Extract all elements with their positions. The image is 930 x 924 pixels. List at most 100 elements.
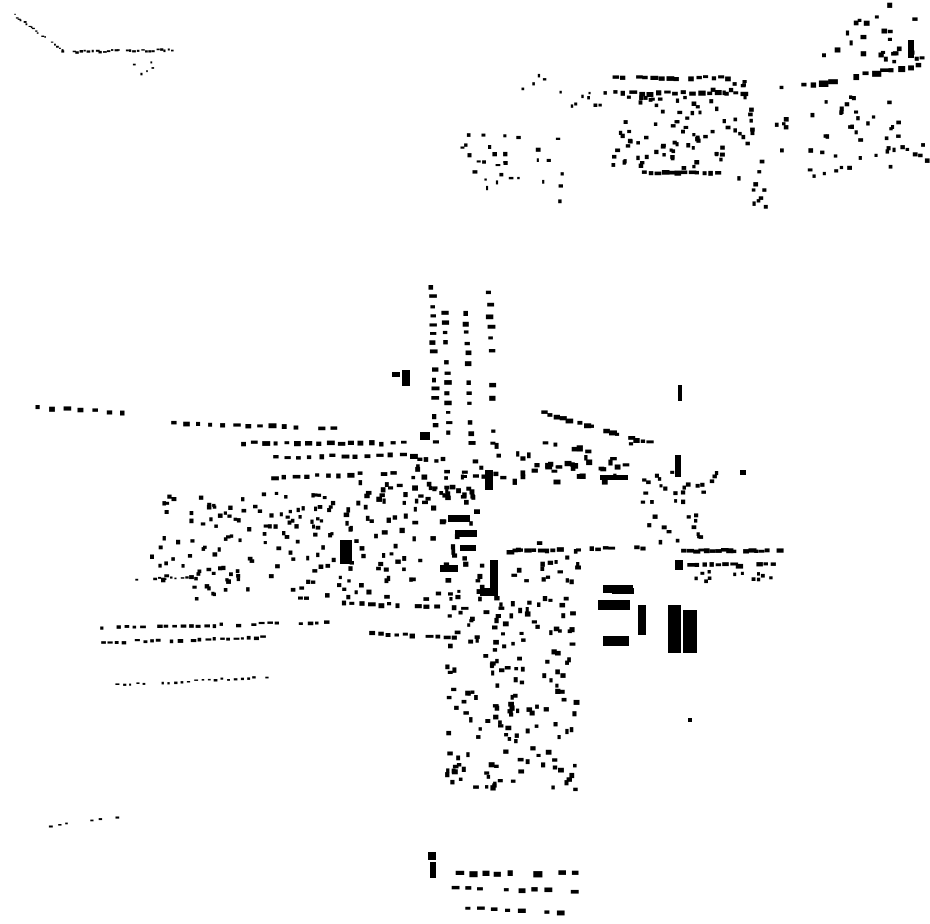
building [432,486,437,492]
building [432,414,437,420]
building [691,101,697,106]
building [563,596,569,601]
building [600,475,628,480]
building [204,624,210,628]
building [396,483,403,488]
building [364,454,371,459]
building [414,498,419,504]
building [691,525,697,530]
building [581,94,584,99]
building [495,658,499,664]
building [250,440,258,444]
building [207,678,211,681]
building [198,495,204,500]
building [687,548,694,553]
building [195,624,201,628]
building [241,441,246,447]
building [545,749,552,755]
building [125,49,129,52]
building [326,473,331,478]
building [379,493,385,498]
building [700,482,705,487]
building [697,535,701,539]
building [207,586,211,591]
building [467,623,471,627]
building [756,199,761,203]
building [402,632,408,636]
building [150,554,154,559]
building [503,151,508,157]
building [311,580,316,584]
building [376,566,381,571]
building [718,75,725,79]
building [673,491,678,496]
building [884,136,889,141]
building [380,472,388,476]
building [552,758,558,762]
building [486,185,489,191]
building [504,666,511,670]
building [268,574,274,579]
building [535,624,540,629]
building [164,561,168,566]
building [469,619,474,623]
building [315,525,321,530]
building [704,579,708,584]
building [725,76,731,82]
building [553,414,560,420]
building [458,610,463,615]
building [618,130,623,135]
building [492,152,497,157]
building [262,441,271,446]
building [394,633,399,637]
building [636,155,640,161]
building [460,545,476,551]
building [757,572,760,576]
building [753,182,759,187]
building [589,546,594,551]
building [721,548,729,552]
building [638,100,643,105]
building [223,537,228,541]
building [510,779,516,783]
building [273,441,278,446]
building [871,115,876,119]
building [558,184,563,188]
building [187,554,193,558]
building [748,548,757,553]
building [558,870,566,875]
building [98,818,103,821]
building [455,530,477,537]
building [90,819,94,822]
building [548,598,553,602]
building [749,118,753,123]
building [571,870,579,875]
building [59,47,61,49]
building [493,871,501,877]
building [891,125,895,129]
building [429,349,438,354]
building [696,138,701,143]
building [327,508,332,513]
building [227,679,230,681]
building [709,562,714,567]
building [290,587,296,592]
building [402,500,406,505]
building [896,46,902,52]
building [685,116,690,120]
building [268,423,277,429]
building [681,129,685,134]
building [569,772,575,779]
building [316,552,320,558]
building [194,679,199,681]
building [466,486,472,491]
building [201,679,205,681]
building [510,601,515,607]
building [212,503,216,507]
building [524,548,532,553]
building [553,722,558,727]
building [378,631,384,636]
building [487,324,496,329]
building [517,757,524,762]
building [189,575,194,580]
